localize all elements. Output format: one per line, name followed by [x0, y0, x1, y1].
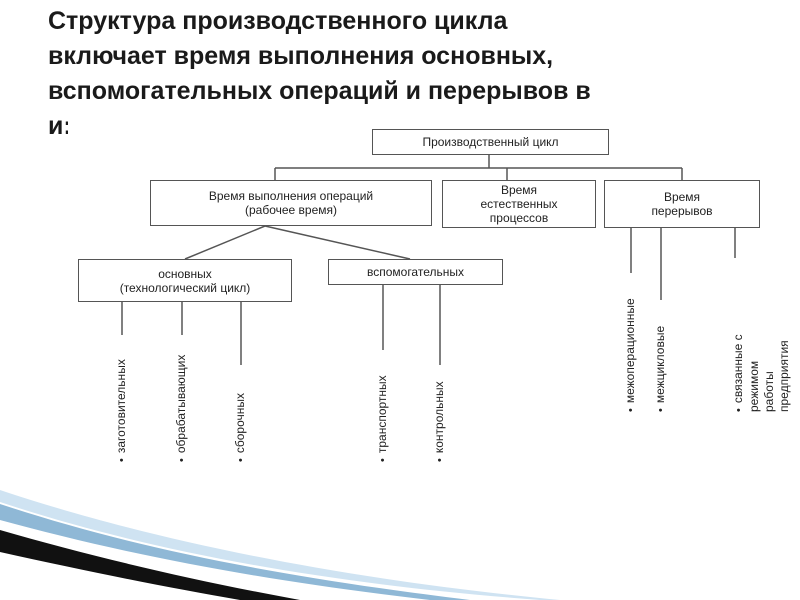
title-line-1: Структура производственного цикла: [48, 7, 508, 35]
title-line-4: и:: [48, 112, 72, 140]
leaf-main-1: • заготовительных: [114, 359, 129, 462]
breaks-time-box: Время перерывов: [604, 180, 760, 228]
main-operations-box: основных (технологический цикл): [78, 259, 292, 302]
leaf-breaks-3: •связанные с режимом работы предприятия: [716, 328, 792, 412]
slide-title: Структура производственного цикла включа…: [48, 4, 748, 144]
leaf-aux-2: • контрольных: [432, 381, 447, 462]
bullet-icon: •: [625, 408, 637, 412]
main-operations-label: основных (технологический цикл): [119, 266, 251, 295]
operations-time-box: Время выполнения операций (рабочее время…: [150, 180, 432, 226]
leaf-breaks-1: • межоперационные: [623, 298, 638, 412]
bullet-icon: •: [434, 458, 446, 462]
swoosh-dark-shape: [0, 530, 300, 600]
connector-to-auxiliary: [264, 225, 411, 260]
leaf-breaks-1-label: межоперационные: [623, 298, 637, 404]
corner-swoosh-decoration: [0, 490, 560, 600]
leaf-main-2-label: обрабатывающих: [174, 354, 188, 454]
leaf-main-1-label: заготовительных: [114, 359, 128, 454]
auxiliary-operations-label: вспомогательных: [366, 265, 464, 279]
root-label: Производственный цикл: [422, 135, 559, 149]
bullet-icon: •: [733, 408, 745, 412]
bullet-icon: •: [377, 458, 389, 462]
bullet-icon: •: [116, 458, 128, 462]
leaf-main-3-label: сборочных: [233, 393, 247, 454]
leaf-aux-1-label: транспортных: [375, 375, 389, 454]
bullet-icon: •: [655, 408, 667, 412]
leaf-breaks-3-label: связанные с режимом работы предприятия: [731, 334, 791, 412]
leaf-main-3: • сборочных: [233, 393, 248, 462]
title-overlap-mask: [68, 108, 408, 140]
leaf-breaks-2-label: межцикловые: [653, 325, 667, 404]
leaf-aux-2-label: контрольных: [432, 381, 446, 454]
auxiliary-operations-box: вспомогательных: [328, 259, 503, 285]
bullet-icon: •: [235, 458, 247, 462]
breaks-time-label: Время перерывов: [651, 190, 713, 218]
operations-time-label: Время выполнения операций (рабочее время…: [208, 189, 374, 217]
connector-to-main: [184, 225, 266, 260]
root-box: Производственный цикл: [372, 129, 609, 155]
natural-processes-box: Время естественных процессов: [442, 180, 596, 228]
leaf-breaks-2: • межцикловые: [653, 326, 668, 412]
swoosh-light-shape: [0, 490, 560, 600]
leaf-main-2: • обрабатывающих: [174, 355, 189, 462]
natural-processes-label: Время естественных процессов: [480, 183, 558, 225]
leaf-aux-1: • транспортных: [375, 375, 390, 462]
title-line-3: вспомогательных операций и перерывов в: [48, 77, 591, 105]
bullet-icon: •: [176, 458, 188, 462]
title-line-2: включает время выполнения основных,: [48, 42, 554, 70]
